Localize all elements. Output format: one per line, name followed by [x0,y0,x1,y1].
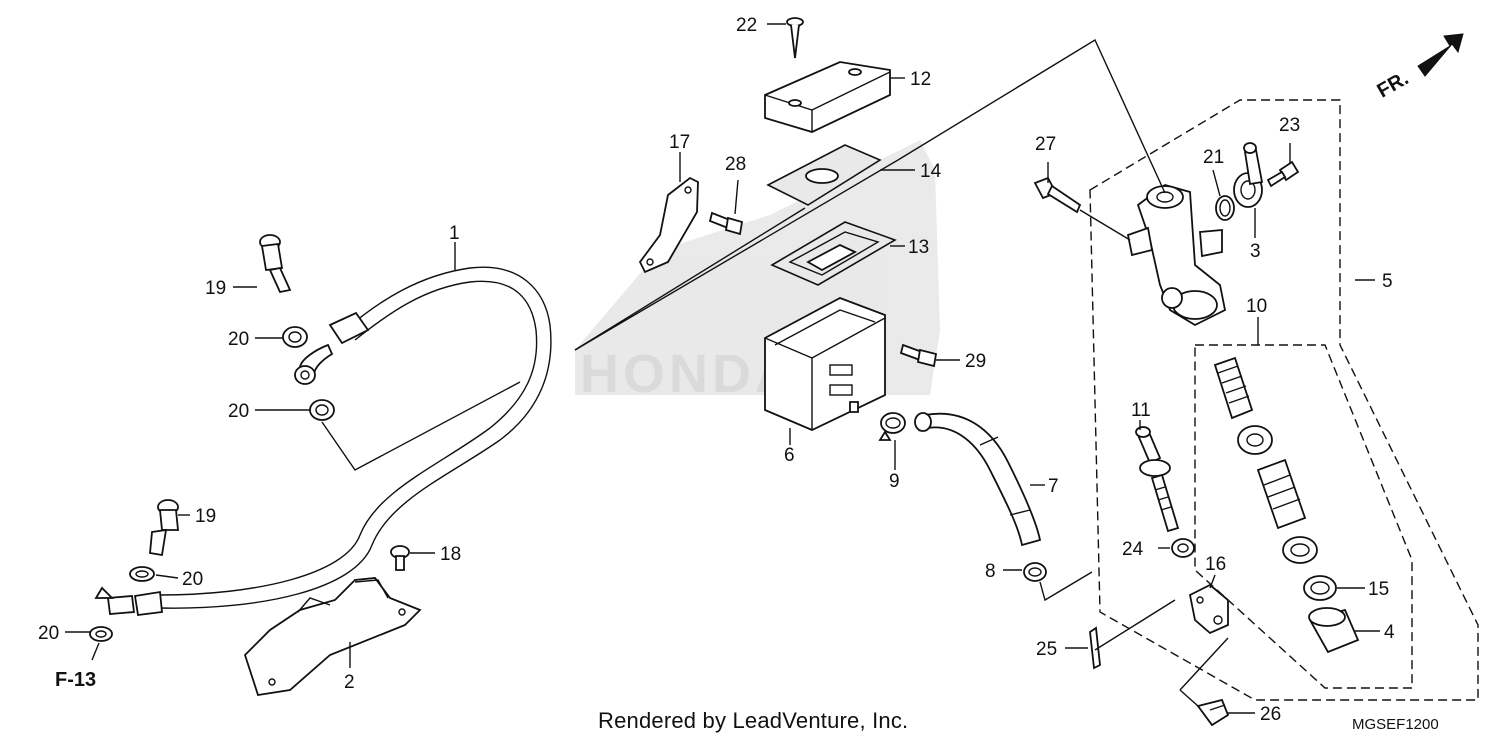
banjo-bolt-lower [149,499,179,557]
callout-16: 16 [1205,554,1226,575]
snap-ring [1303,575,1337,601]
callout-26: 26 [1260,704,1281,725]
reservoir-body [764,297,886,431]
callout-3: 3 [1250,241,1261,262]
front-direction-arrow: FR. [1374,33,1464,102]
callout-27: 27 [1035,134,1056,155]
hose-clip-upper [878,412,906,441]
callout-28: 28 [725,154,746,175]
callout-29: 29 [965,351,986,372]
callout-20-d: 20 [38,623,59,644]
callout-10: 10 [1246,296,1267,317]
push-rod-nut [1171,538,1195,558]
callout-14: 14 [920,161,942,182]
callout-20-b: 20 [228,401,249,422]
callout-13: 13 [908,237,929,258]
callout-18: 18 [440,544,461,565]
cotter-pin [1089,626,1101,670]
callout-19-upper: 19 [205,278,226,299]
master-cylinder [1126,184,1227,327]
reservoir-bolt [899,343,938,368]
callout-12: 12 [910,69,931,90]
callout-5: 5 [1382,271,1393,292]
sealing-washer-1 [282,326,308,348]
sealing-washer-3 [129,566,155,582]
callout-21: 21 [1203,147,1224,168]
callout-labels: 1 2 3 4 5 6 7 8 9 10 11 12 13 14 15 16 1… [38,15,1395,725]
callout-8: 8 [985,561,996,582]
push-rod [1135,426,1180,533]
diaphragm [770,221,897,286]
callout-2: 2 [344,672,355,693]
callout-22: 22 [736,15,757,36]
svg-text:HONDA: HONDA [580,344,798,404]
reservoir-cap [764,61,891,133]
diaphragm-plate [766,144,882,206]
joint-screw [1266,160,1300,188]
diagram-code: MGSEF1200 [1352,716,1439,733]
bracket-bolt [708,211,744,236]
callout-20-c: 20 [182,569,203,590]
hose-clip-lower [1023,562,1047,582]
piston-set [1213,356,1318,564]
callout-11: 11 [1131,400,1151,421]
callout-7: 7 [1048,476,1059,497]
boot [1308,607,1360,654]
reservoir-hose [914,412,1042,547]
callout-9: 9 [889,471,900,492]
brake-hose [94,266,552,617]
callout-24: 24 [1122,539,1144,560]
hose-joint [1233,142,1264,208]
reservoir-bracket [638,176,699,274]
callout-15: 15 [1368,579,1389,600]
callout-20-a: 20 [228,329,249,350]
cap-screw [786,17,804,59]
callout-17: 17 [669,132,690,153]
hose-clamp-bolt [390,545,410,571]
leader-lines [65,23,1380,714]
callout-4: 4 [1384,622,1395,643]
callout-1: 1 [449,223,460,244]
direction-label: FR. [1374,67,1413,102]
banjo-bolt-upper [259,234,292,294]
reference-label-f13: F-13 [55,669,96,691]
sealing-washer-4 [89,626,113,642]
push-rod-joint [1188,583,1229,635]
callout-19-lower: 19 [195,506,216,527]
callout-25: 25 [1036,639,1057,660]
o-ring [1215,195,1235,221]
assembly-outline [1089,99,1479,701]
master-cylinder-bolt [1033,176,1082,214]
hose-clamp [243,577,422,697]
footer-credit: Rendered by LeadVenture, Inc. [598,708,909,733]
callout-6: 6 [784,445,795,466]
sealing-washer-2 [309,399,335,421]
joint-pin [1196,698,1230,727]
callout-23: 23 [1279,115,1300,136]
